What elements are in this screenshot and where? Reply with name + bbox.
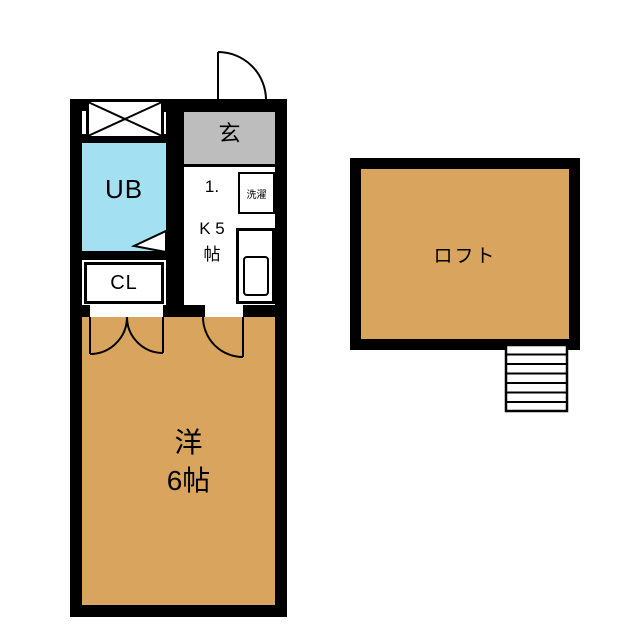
- wall-mid-segment: [82, 305, 90, 317]
- wall-bath-bottom: [82, 251, 166, 260]
- wall-left: [70, 99, 82, 617]
- window-x-box: [86, 99, 164, 139]
- wall-top: [164, 99, 287, 112]
- kitchen-label: 1. K 5 帖: [186, 177, 238, 265]
- wall-bottom: [70, 605, 287, 617]
- loft-label: ロフト: [433, 245, 497, 267]
- entrance-genkan-area: [184, 112, 275, 167]
- entrance-door-arc: [217, 51, 267, 101]
- genkan-label: 玄: [218, 121, 241, 146]
- room-label-line2: 6帖: [166, 465, 211, 496]
- kitchen-label-line: 帖: [203, 245, 221, 264]
- loft-ladder: [504, 343, 569, 413]
- closet-box: CL: [84, 262, 164, 304]
- kitchen-label-line: 1.: [204, 177, 220, 196]
- closet-label: CL: [110, 271, 138, 294]
- wall-separator: [166, 99, 184, 305]
- room-label-line1: 洋: [174, 427, 203, 458]
- western-room-label: 洋 6帖: [92, 424, 285, 500]
- washer-label: 洗濯: [246, 189, 267, 201]
- wall-mid-segment: [163, 305, 205, 317]
- loft-area: ロフト: [350, 158, 580, 350]
- kitchen-label-line: K 5: [199, 219, 225, 238]
- wall-mid-segment: [243, 305, 287, 317]
- sink-icon: [243, 256, 269, 296]
- washer-box: 洗濯: [238, 172, 275, 214]
- wall-right: [275, 99, 287, 617]
- unit-bath-label: UB: [104, 174, 144, 204]
- western-room-area: [82, 317, 275, 605]
- wall-top-corner: [70, 99, 90, 111]
